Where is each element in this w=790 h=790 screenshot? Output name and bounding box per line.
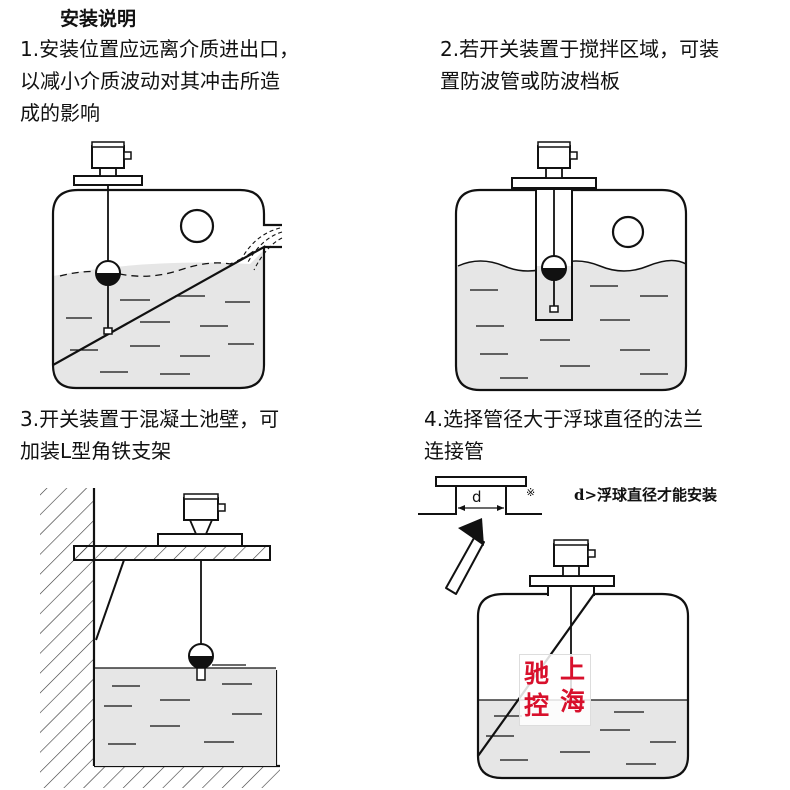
- switch-4-flange: [529, 575, 615, 587]
- diameter-note: d>浮球直径才能安装: [574, 486, 718, 504]
- watermark-stamp: 驰 上 控 海: [519, 654, 591, 726]
- l-bracket: [73, 545, 271, 561]
- instruction-4-line-1: 4.选择管径大于浮球直径的法兰: [424, 407, 704, 431]
- diagram-3-wall-bracket: [40, 488, 280, 788]
- tank-2-body: [454, 188, 688, 392]
- note-mark: ※: [526, 486, 536, 499]
- instruction-3-line-2: 加装L型角铁支架: [20, 439, 172, 463]
- switch-3-flange: [157, 533, 243, 547]
- instruction-2-line-2: 置防波管或防波档板: [440, 69, 620, 93]
- tank-1-body: [51, 188, 282, 390]
- instruction-1-line-1: 1.安装位置应远离介质进出口，: [20, 37, 300, 61]
- switch-2-head: [537, 145, 571, 169]
- watermark-char-2: 上: [560, 655, 586, 684]
- switch-4-head: [553, 543, 589, 567]
- pointer-arrow: [445, 537, 485, 595]
- tank-1-inflow: [241, 227, 283, 271]
- tank-1-liquid: [53, 250, 264, 388]
- watermark-char-3: 控: [524, 691, 550, 720]
- concrete-wall: [40, 488, 94, 766]
- watermark-char-4: 海: [560, 687, 586, 716]
- bracket-brace: [95, 559, 125, 641]
- dimension-d-label: d: [472, 488, 482, 506]
- instruction-3-line-1: 3.开关装置于混凝土池壁，可: [20, 407, 280, 431]
- instruction-1-line-2: 以减小介质波动对其冲击所造: [20, 69, 280, 93]
- instruction-4-line-2: 连接管: [424, 439, 484, 463]
- instruction-2-line-1: 2.若开关装置于搅拌区域，可装: [440, 37, 720, 61]
- diagram-1-tank-away-from-inlet: [51, 141, 283, 390]
- instruction-1-line-3: 成的影响: [20, 101, 100, 125]
- tank-2-port-circle: [611, 215, 645, 249]
- switch-1-flange: [73, 175, 143, 186]
- diagram-2-stilling-tube: [454, 141, 688, 392]
- switch-3-head: [183, 497, 219, 521]
- tank-1-port-circle: [179, 208, 215, 244]
- tank-4-body: [476, 592, 690, 780]
- pool-3-liquid: [95, 668, 276, 766]
- switch-1-head: [91, 145, 125, 169]
- tank-2-surface: [457, 259, 687, 272]
- diagram-4-flange-pipe: [418, 476, 690, 780]
- page-title: 安装说明: [60, 8, 137, 30]
- concrete-floor: [40, 766, 280, 788]
- tank-2-liquid: [456, 261, 686, 390]
- watermark-char-1: 驰: [524, 659, 550, 688]
- switch-2-flange: [511, 177, 597, 189]
